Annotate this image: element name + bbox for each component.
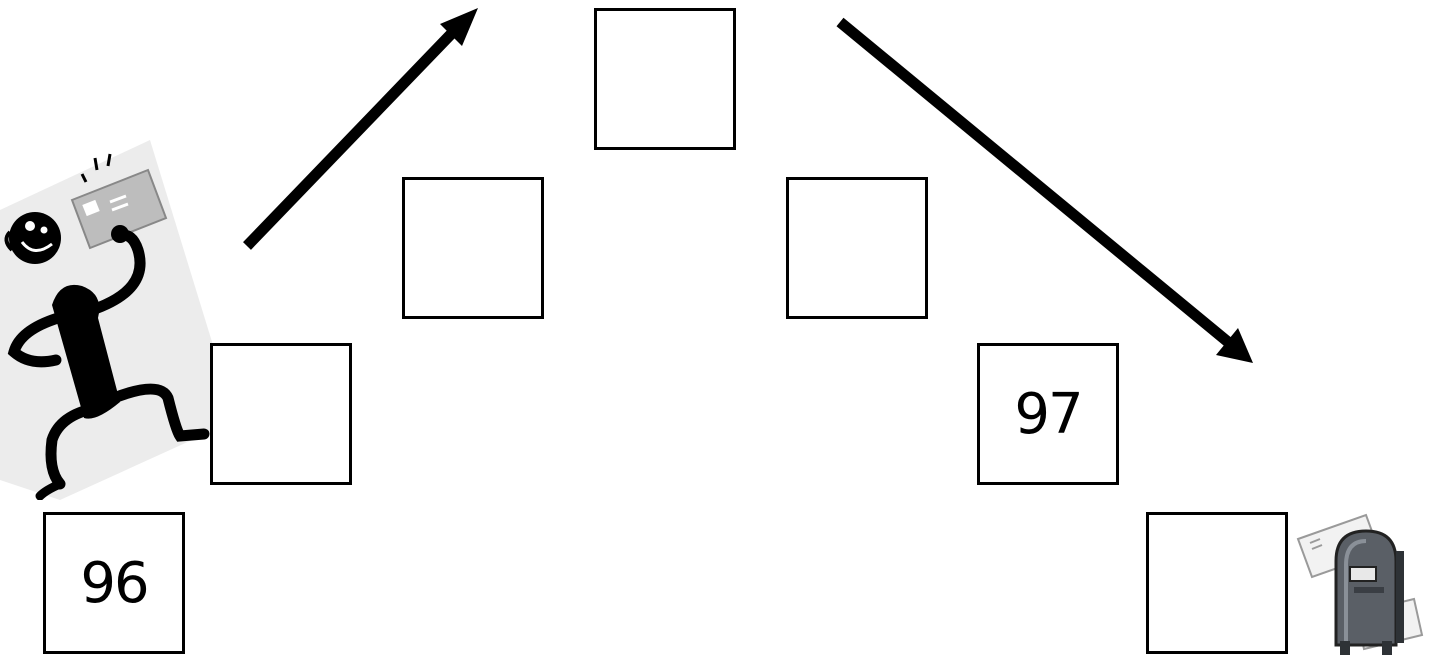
mailbox-icon bbox=[1296, 513, 1424, 655]
number-box-1: 96 bbox=[43, 512, 185, 654]
number-box-3[interactable] bbox=[402, 177, 544, 319]
number-box-5[interactable] bbox=[786, 177, 928, 319]
number-box-2[interactable] bbox=[210, 343, 352, 485]
number-box-7[interactable] bbox=[1146, 512, 1288, 654]
number-box-6: 97 bbox=[977, 343, 1119, 485]
mail-carrier-icon bbox=[0, 140, 236, 500]
number-box-4[interactable] bbox=[594, 8, 736, 150]
